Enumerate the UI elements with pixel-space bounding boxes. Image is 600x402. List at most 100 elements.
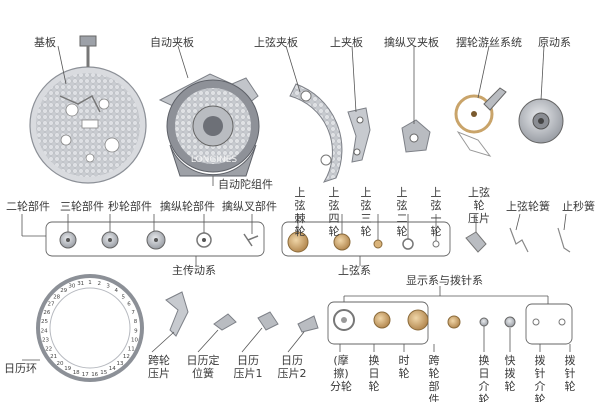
label-display-part-1: (摩擦)分轮	[330, 354, 352, 393]
train-group	[45, 221, 265, 266]
calendar-ring-number: 5	[122, 294, 126, 300]
calendar-ring-number: 27	[48, 302, 55, 308]
winding-group	[281, 221, 451, 266]
calendar-jumper-part	[213, 313, 237, 331]
label-winding-spring: 上弦轮簧	[506, 200, 550, 213]
label-display-part-7: 拨针介轮	[534, 354, 546, 402]
mid-leader-lines	[21, 213, 567, 241]
calendar-ring-number: 28	[53, 294, 60, 300]
calendar-ring-number: 12	[123, 354, 130, 360]
rotor-assembly-part: LONGINES	[158, 73, 260, 177]
label-display-part-4: 跨轮部件	[428, 354, 440, 402]
calendar-ring-number: 26	[43, 310, 50, 316]
rotor-brand-text: LONGINES	[191, 155, 238, 165]
calendar-ring-number: 2	[98, 281, 102, 287]
label-balance-system: 摆轮游丝系统	[456, 36, 522, 49]
train-pallet-fork	[243, 233, 259, 247]
calendar-ring-number: 4	[115, 288, 119, 294]
calendar-ring-number: 24	[41, 328, 48, 334]
label-display-part-3: 时轮	[398, 354, 410, 380]
label-upper-bridge: 上夹板	[330, 36, 363, 49]
calendar-ring-number: 17	[82, 372, 89, 378]
calendar-ring-number: 7	[131, 310, 135, 316]
label-winding-clamp: 上弦轮压片	[468, 186, 490, 225]
upper-bridge-part	[347, 107, 371, 163]
winding-spring-part	[509, 227, 529, 253]
calendar-ring-number: 21	[50, 354, 57, 360]
label-train-part-5: 擒纵叉部件	[222, 200, 277, 213]
label-calendar-part-3: 日历压片1	[233, 354, 263, 380]
calendar-ring-number: 20	[57, 361, 64, 367]
calendar-ring-number: 1	[88, 280, 92, 286]
calendar-ring-number: 30	[68, 284, 75, 290]
label-calendar-ring: 日历环	[4, 362, 37, 375]
label-rotor-assembly: 自动陀组件	[218, 178, 273, 191]
calendar-bridge-part	[165, 291, 189, 337]
label-calendar-part-4: 日历压片2	[277, 354, 307, 380]
label-display-part-2: 换日轮	[368, 354, 380, 393]
top-leader-lines	[57, 45, 545, 186]
label-winding-part-4: 上弦二轮	[396, 186, 408, 238]
label-train-part-4: 擒纵轮部件	[160, 200, 215, 213]
train-escape-wheel	[196, 232, 212, 248]
stop-spring-part	[557, 227, 571, 253]
calendar-ring-number: 14	[109, 366, 116, 372]
calendar-ring-number: 31	[77, 281, 84, 287]
calendar-plate-2-part	[297, 315, 319, 333]
label-display-part-5: 换日介轮	[478, 354, 490, 402]
calendar-ring-number: 29	[60, 288, 67, 294]
winding-wheel-1	[432, 240, 440, 248]
bottom-leader-lines	[22, 326, 571, 361]
label-winding-part-2: 上弦四轮	[328, 186, 340, 238]
label-winding-part-1: 上弦棘轮	[294, 186, 306, 238]
calendar-ring-number: 15	[100, 370, 107, 376]
label-train-part-2: 三轮部件	[60, 200, 104, 213]
train-wheel-3	[101, 231, 119, 249]
label-train-group: 主传动系	[172, 264, 216, 277]
winding-clamp-part	[465, 231, 487, 253]
display-setting-wheel	[558, 318, 566, 326]
label-display-part-8: 拨针轮	[564, 354, 576, 393]
winding-wheel-3	[373, 239, 383, 249]
display-hour-wheel	[407, 309, 429, 331]
display-cannon-part	[447, 315, 461, 329]
label-winding-part-3: 上弦三轮	[360, 186, 372, 238]
calendar-ring-number: 22	[45, 346, 52, 352]
label-display-group: 显示系与拨针系	[406, 274, 483, 287]
calendar-ring-number: 13	[117, 361, 124, 367]
display-setting-intermediate	[532, 318, 540, 326]
label-calendar-part-2: 日历定位簧	[186, 354, 220, 380]
calendar-plate-1-part	[257, 311, 279, 331]
calendar-ring-number: 23	[42, 338, 49, 344]
label-display-part-6: 快拨轮	[504, 354, 516, 393]
label-winding-bridge: 上弦夹板	[254, 36, 298, 49]
calendar-ring-number: 3	[106, 284, 110, 290]
calendar-ring-number: 11	[128, 346, 135, 352]
display-date-intermediate	[479, 317, 489, 327]
label-train-part-1: 二轮部件	[6, 200, 50, 213]
mainplate-part	[29, 35, 147, 184]
balance-system-part	[454, 87, 507, 157]
label-winding-part-5: 上弦一轮	[430, 186, 442, 238]
calendar-ring-number: 10	[131, 338, 138, 344]
winding-wheel-2	[402, 238, 414, 250]
calendar-ring-number: 16	[91, 372, 98, 378]
display-minute-wheel	[333, 309, 355, 331]
label-train-part-3: 秒轮部件	[108, 200, 152, 213]
calendar-ring-number: 19	[64, 366, 71, 372]
label-auto-bridge: 自动夹板	[150, 36, 194, 49]
display-group	[327, 286, 573, 345]
label-stop-spring: 止秒簧	[562, 200, 595, 213]
label-mainplate: 基板	[34, 36, 56, 49]
label-barrel-system: 原动系	[538, 36, 571, 49]
train-wheel-seconds	[146, 230, 166, 250]
display-date-wheel	[373, 311, 391, 329]
calendar-ring-number: 25	[41, 319, 48, 325]
train-wheel-2	[59, 231, 77, 249]
label-winding-group: 上弦系	[338, 264, 371, 277]
display-quickset-wheel	[504, 316, 516, 328]
